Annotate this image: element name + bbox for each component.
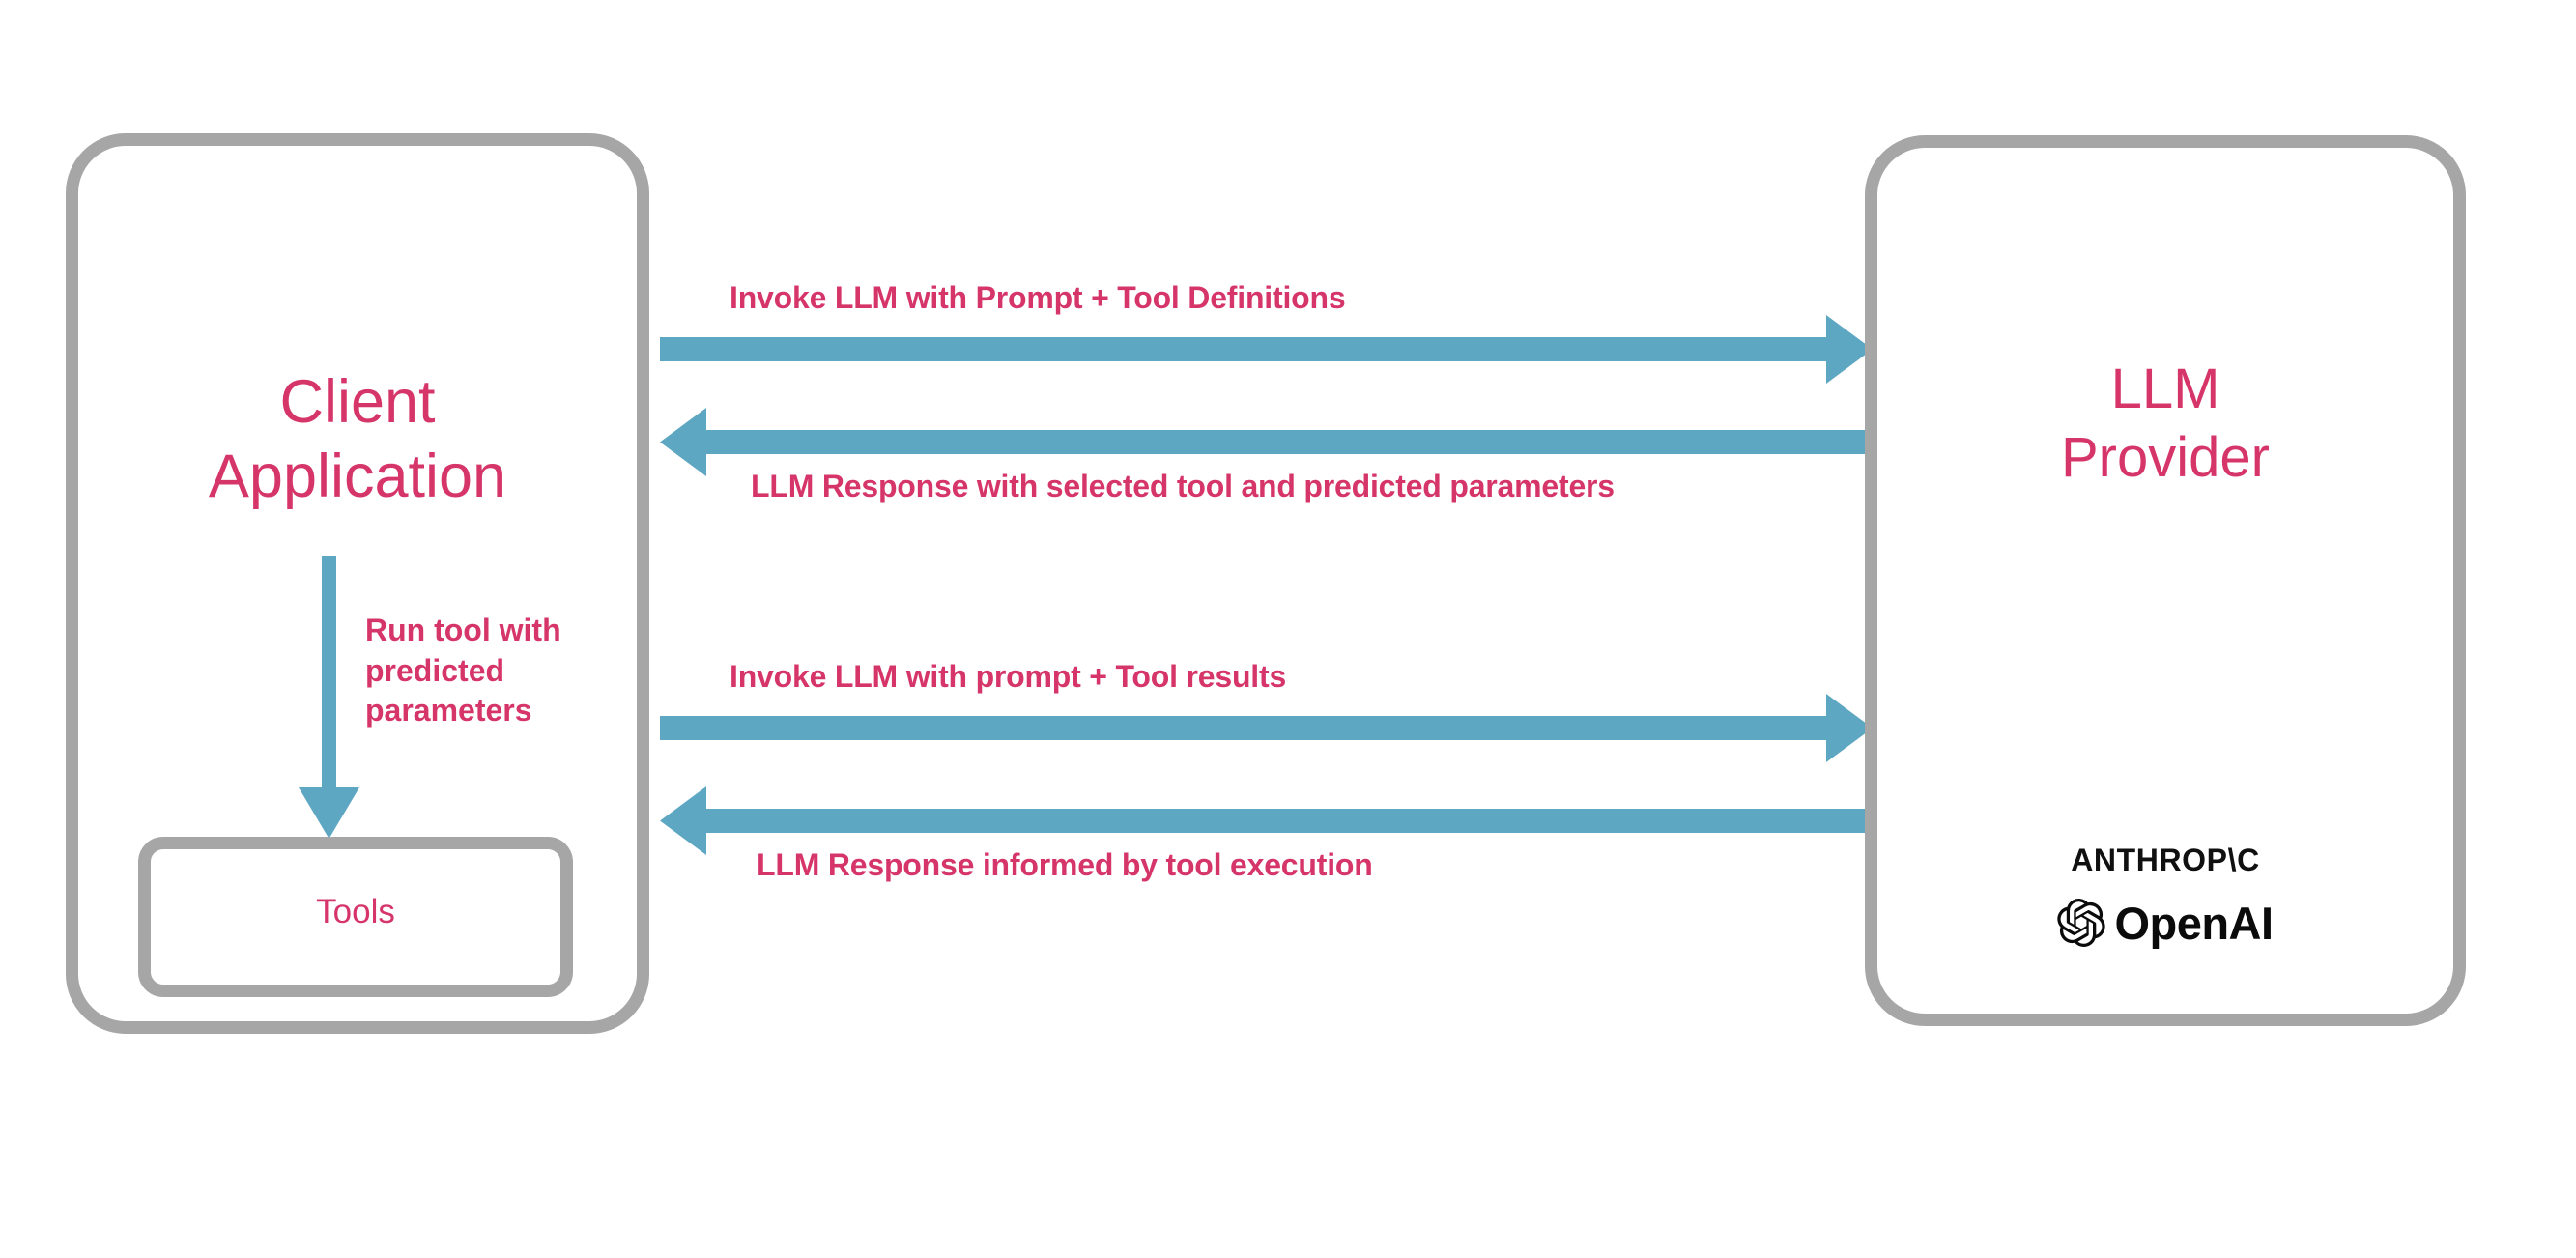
tools-label: Tools xyxy=(316,893,395,930)
arrow-response-2 xyxy=(660,786,1873,855)
arrow-invoke-2 xyxy=(660,694,1873,762)
openai-wordmark: OpenAI xyxy=(2114,897,2274,949)
openai-logo: OpenAI xyxy=(1865,899,2466,947)
arrow-invoke-1 xyxy=(660,315,1873,384)
llm-provider-title: LLM Provider xyxy=(2061,357,2270,489)
message-label-invoke-1: Invoke LLM with Prompt + Tool Definition… xyxy=(730,280,1346,315)
message-label-response-1: LLM Response with selected tool and pred… xyxy=(751,469,1615,503)
arrow-response-1 xyxy=(660,408,1873,476)
run-tool-arrow-label: Run tool with predicted parameters xyxy=(365,613,561,729)
openai-logo-icon xyxy=(2057,899,2106,947)
client-application-title: Client Application xyxy=(208,368,507,510)
client-application-box xyxy=(66,133,649,1034)
anthropic-wordmark: ANTHROP\C xyxy=(2071,843,2260,877)
message-label-invoke-2: Invoke LLM with prompt + Tool results xyxy=(730,659,1287,694)
tools-box xyxy=(138,837,573,997)
message-label-response-2: LLM Response informed by tool execution xyxy=(757,847,1373,882)
llm-provider-box xyxy=(1865,135,2466,1026)
